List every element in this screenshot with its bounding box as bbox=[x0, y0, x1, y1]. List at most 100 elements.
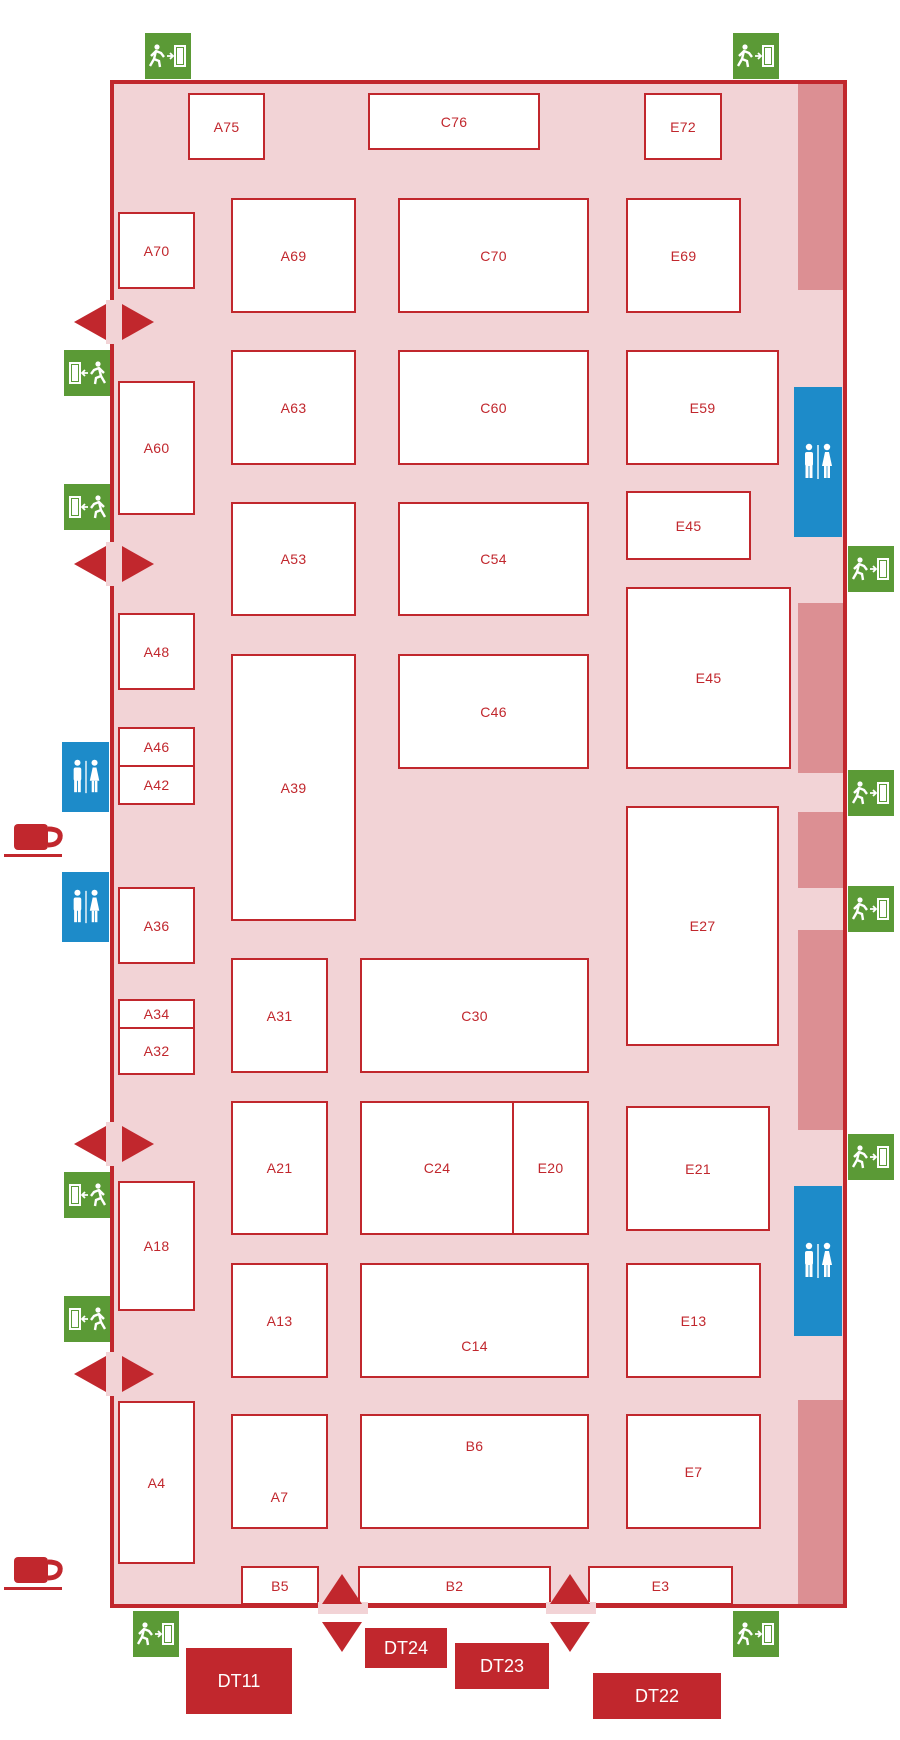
booth-a32[interactable]: A32 bbox=[118, 1027, 195, 1075]
booth-c60[interactable]: C60 bbox=[398, 350, 589, 465]
entrance-arrow-icon[interactable] bbox=[74, 302, 154, 342]
outdoor-area-dt11[interactable]: DT11 bbox=[186, 1648, 292, 1714]
booth-e59[interactable]: E59 bbox=[626, 350, 779, 465]
booth-a46[interactable]: A46 bbox=[118, 727, 195, 767]
booth-label: C14 bbox=[461, 1338, 488, 1354]
booth-label: A7 bbox=[270, 1489, 289, 1505]
booth-a36[interactable]: A36 bbox=[118, 887, 195, 964]
booth-a42[interactable]: A42 bbox=[118, 765, 195, 805]
booth-label: A48 bbox=[143, 643, 170, 660]
toilet-icon bbox=[805, 443, 832, 479]
booth-a75[interactable]: A75 bbox=[188, 93, 265, 160]
service-strip bbox=[798, 84, 843, 290]
toilet-block bbox=[794, 1186, 842, 1336]
booth-c30[interactable]: C30 bbox=[360, 958, 589, 1073]
booth-e45-small[interactable]: E45 bbox=[626, 491, 751, 560]
entrance-gap bbox=[318, 1602, 368, 1614]
booth-c70[interactable]: C70 bbox=[398, 198, 589, 313]
booth-e27[interactable]: E27 bbox=[626, 806, 779, 1046]
booth-a60[interactable]: A60 bbox=[118, 381, 195, 515]
entrance-gap bbox=[106, 542, 118, 586]
booth-e13[interactable]: E13 bbox=[626, 1263, 761, 1378]
entrance-arrow-icon[interactable] bbox=[74, 544, 154, 584]
booth-b2[interactable]: B2 bbox=[358, 1566, 551, 1605]
booth-e3[interactable]: E3 bbox=[588, 1566, 733, 1605]
service-strip bbox=[798, 603, 843, 773]
booth-label: B2 bbox=[445, 1577, 464, 1594]
booth-label: A32 bbox=[143, 1043, 170, 1059]
booth-a7[interactable]: A7 bbox=[231, 1414, 328, 1529]
booth-a31[interactable]: A31 bbox=[231, 958, 328, 1073]
booth-a63[interactable]: A63 bbox=[231, 350, 356, 465]
booth-label: E21 bbox=[685, 1160, 711, 1177]
outdoor-label: DT23 bbox=[479, 1655, 524, 1676]
outdoor-area-dt23[interactable]: DT23 bbox=[455, 1643, 549, 1689]
booth-a13[interactable]: A13 bbox=[231, 1263, 328, 1378]
emergency-exit-icon bbox=[733, 33, 779, 79]
booth-a18[interactable]: A18 bbox=[118, 1181, 195, 1311]
booth-label: A34 bbox=[143, 1006, 170, 1022]
booth-b6[interactable]: B6 bbox=[360, 1414, 589, 1529]
booth-label: C54 bbox=[480, 551, 507, 567]
booth-label: E13 bbox=[680, 1312, 707, 1329]
toilet-block bbox=[794, 387, 842, 537]
emergency-exit-icon bbox=[848, 886, 894, 932]
outdoor-label: DT11 bbox=[217, 1670, 261, 1691]
booth-e7[interactable]: E7 bbox=[626, 1414, 761, 1529]
emergency-exit-icon bbox=[848, 770, 894, 816]
service-strip bbox=[798, 812, 843, 888]
booth-label: A60 bbox=[143, 440, 170, 456]
emergency-exit-icon bbox=[848, 546, 894, 592]
booth-label: A63 bbox=[280, 399, 307, 416]
booth-label: E45 bbox=[695, 670, 722, 686]
toilet-icon bbox=[805, 1242, 832, 1278]
emergency-exit-icon bbox=[733, 1611, 779, 1657]
booth-label: A39 bbox=[280, 779, 307, 796]
emergency-exit-icon bbox=[133, 1611, 179, 1657]
booth-c46[interactable]: C46 bbox=[398, 654, 589, 769]
outdoor-area-dt22[interactable]: DT22 bbox=[593, 1673, 721, 1719]
booth-label: E72 bbox=[670, 118, 696, 135]
booth-label: C70 bbox=[480, 247, 507, 264]
booth-a39[interactable]: A39 bbox=[231, 654, 356, 921]
booth-a21[interactable]: A21 bbox=[231, 1101, 328, 1235]
emergency-exit-icon bbox=[64, 1172, 110, 1218]
emergency-exit-icon bbox=[145, 33, 191, 79]
entrance-gap bbox=[546, 1602, 596, 1614]
booth-label: A69 bbox=[280, 247, 307, 264]
entrance-arrow-icon[interactable] bbox=[74, 1124, 154, 1164]
booth-a34[interactable]: A34 bbox=[118, 999, 195, 1029]
booth-e21[interactable]: E21 bbox=[626, 1106, 770, 1231]
entrance-arrow-icon[interactable] bbox=[74, 1354, 154, 1394]
booth-c76[interactable]: C76 bbox=[368, 93, 540, 150]
booth-a70[interactable]: A70 bbox=[118, 212, 195, 289]
toilet-block bbox=[62, 872, 109, 942]
booth-e20[interactable]: E20 bbox=[512, 1101, 589, 1235]
emergency-exit-icon bbox=[64, 350, 110, 396]
toilet-icon bbox=[73, 759, 99, 794]
toilet-icon bbox=[73, 889, 99, 924]
booth-label: C76 bbox=[440, 113, 468, 130]
booth-c14[interactable]: C14 bbox=[360, 1263, 589, 1378]
emergency-exit-icon bbox=[64, 484, 110, 530]
booth-e69[interactable]: E69 bbox=[626, 198, 741, 313]
booth-label: B6 bbox=[465, 1438, 484, 1454]
booth-b5[interactable]: B5 bbox=[241, 1566, 319, 1605]
booth-a53[interactable]: A53 bbox=[231, 502, 356, 616]
outdoor-area-dt24[interactable]: DT24 bbox=[365, 1628, 447, 1668]
booth-a48[interactable]: A48 bbox=[118, 613, 195, 690]
booth-label: E3 bbox=[651, 1577, 670, 1594]
booth-label: C30 bbox=[461, 1007, 488, 1024]
entrance-arrow-icon[interactable] bbox=[548, 1574, 592, 1652]
entrance-arrow-icon[interactable] bbox=[320, 1574, 364, 1652]
booth-e72[interactable]: E72 bbox=[644, 93, 722, 160]
booth-a4[interactable]: A4 bbox=[118, 1401, 195, 1564]
booth-label: E27 bbox=[689, 918, 716, 934]
booth-a69[interactable]: A69 bbox=[231, 198, 356, 313]
booth-label: C46 bbox=[480, 703, 507, 720]
entrance-gap bbox=[106, 1352, 118, 1396]
booth-e45-large[interactable]: E45 bbox=[626, 587, 791, 769]
booth-c24[interactable]: C24 bbox=[360, 1101, 514, 1235]
booth-label: A36 bbox=[143, 917, 170, 934]
booth-c54[interactable]: C54 bbox=[398, 502, 589, 616]
